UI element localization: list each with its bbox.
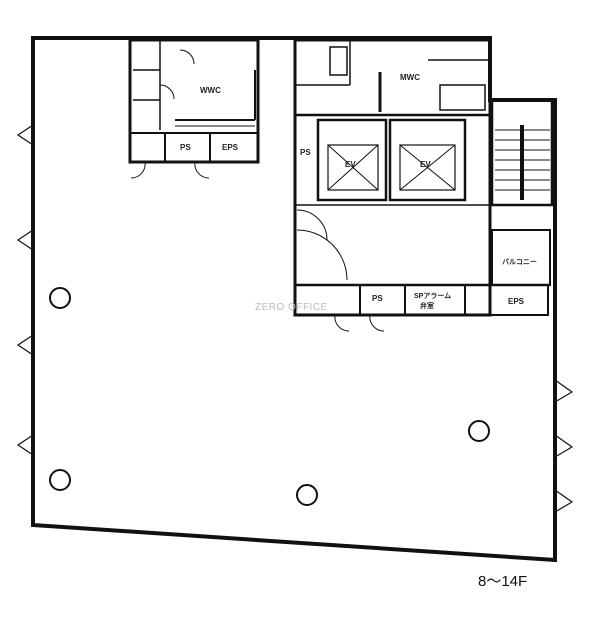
room-label-ps-left: PS (180, 143, 191, 152)
room-label-ev2: EV (420, 160, 431, 169)
stair (490, 98, 554, 207)
room-label-mwc: MWC (400, 73, 420, 82)
floor-outline (31, 36, 557, 563)
room-label-ps-bottom: PS (372, 294, 383, 303)
column (296, 484, 318, 506)
room-label-eps-right: EPS (508, 297, 525, 306)
column (49, 469, 71, 491)
room-label-ev1: EV (345, 160, 356, 169)
ev1-shaft (316, 118, 388, 202)
column (468, 420, 490, 442)
balcony (491, 229, 551, 286)
room-label-eps-left: EPS (222, 143, 239, 152)
room-label-ps-core: PS (300, 148, 311, 157)
core-block (293, 38, 492, 317)
watermark: ZERO OFFICE (255, 302, 328, 313)
column (49, 287, 71, 309)
room-label-balcony: バルコニー (502, 259, 537, 266)
wwc-block (128, 38, 260, 164)
room-label-sp-alarm: SPアラーム (414, 293, 452, 300)
floor-label: 8～14F (478, 573, 528, 590)
room-label-wwc: WWC (200, 86, 221, 95)
room-label-valve-room: 弁室 (420, 303, 434, 310)
ev2-shaft (388, 118, 467, 202)
